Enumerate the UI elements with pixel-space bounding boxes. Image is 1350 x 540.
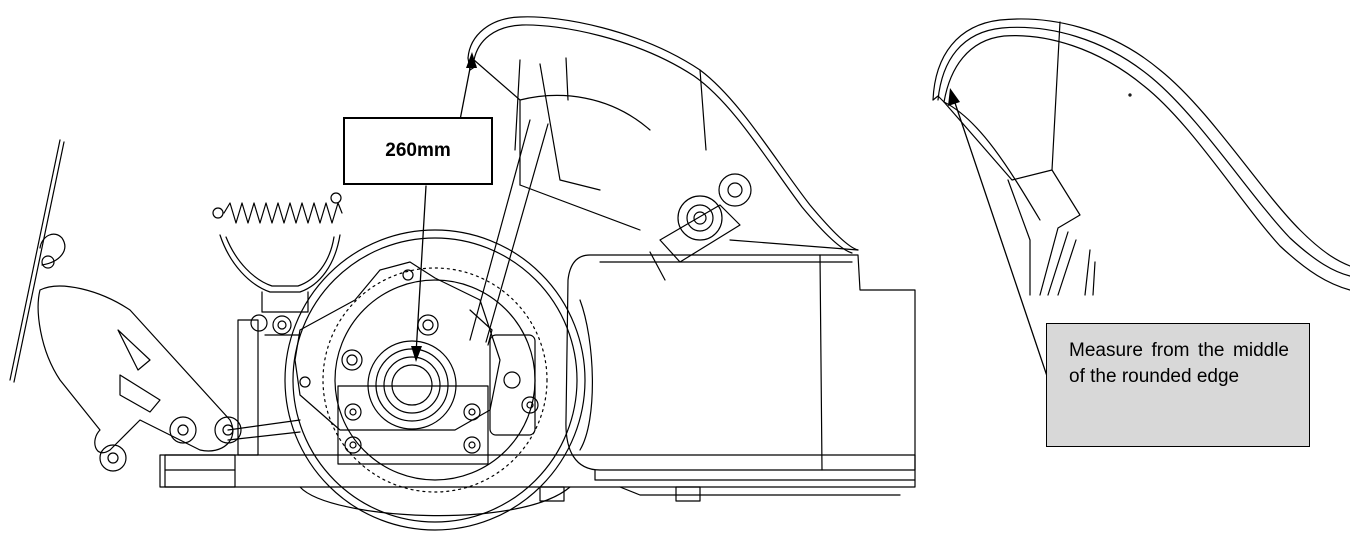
hopper-chute bbox=[467, 16, 859, 254]
measurement-arrows bbox=[411, 52, 1051, 386]
body-block bbox=[565, 254, 916, 481]
wheel bbox=[284, 229, 586, 531]
hub-plate bbox=[294, 261, 501, 431]
measurement-instruction-note: Measure from the middle of the rounded e… bbox=[1046, 323, 1310, 447]
brake-caliper bbox=[469, 309, 539, 436]
hopper-hinge bbox=[649, 173, 752, 281]
support-arm bbox=[469, 59, 601, 343]
detail-inset bbox=[932, 18, 1350, 296]
measurement-callout: 260mm bbox=[343, 117, 493, 185]
axle-bearing bbox=[367, 314, 457, 430]
frame-post bbox=[237, 314, 301, 456]
tension-spring bbox=[212, 192, 343, 313]
lower-bracket bbox=[337, 385, 489, 465]
left-linkage bbox=[9, 139, 301, 472]
base-frame bbox=[159, 454, 916, 517]
